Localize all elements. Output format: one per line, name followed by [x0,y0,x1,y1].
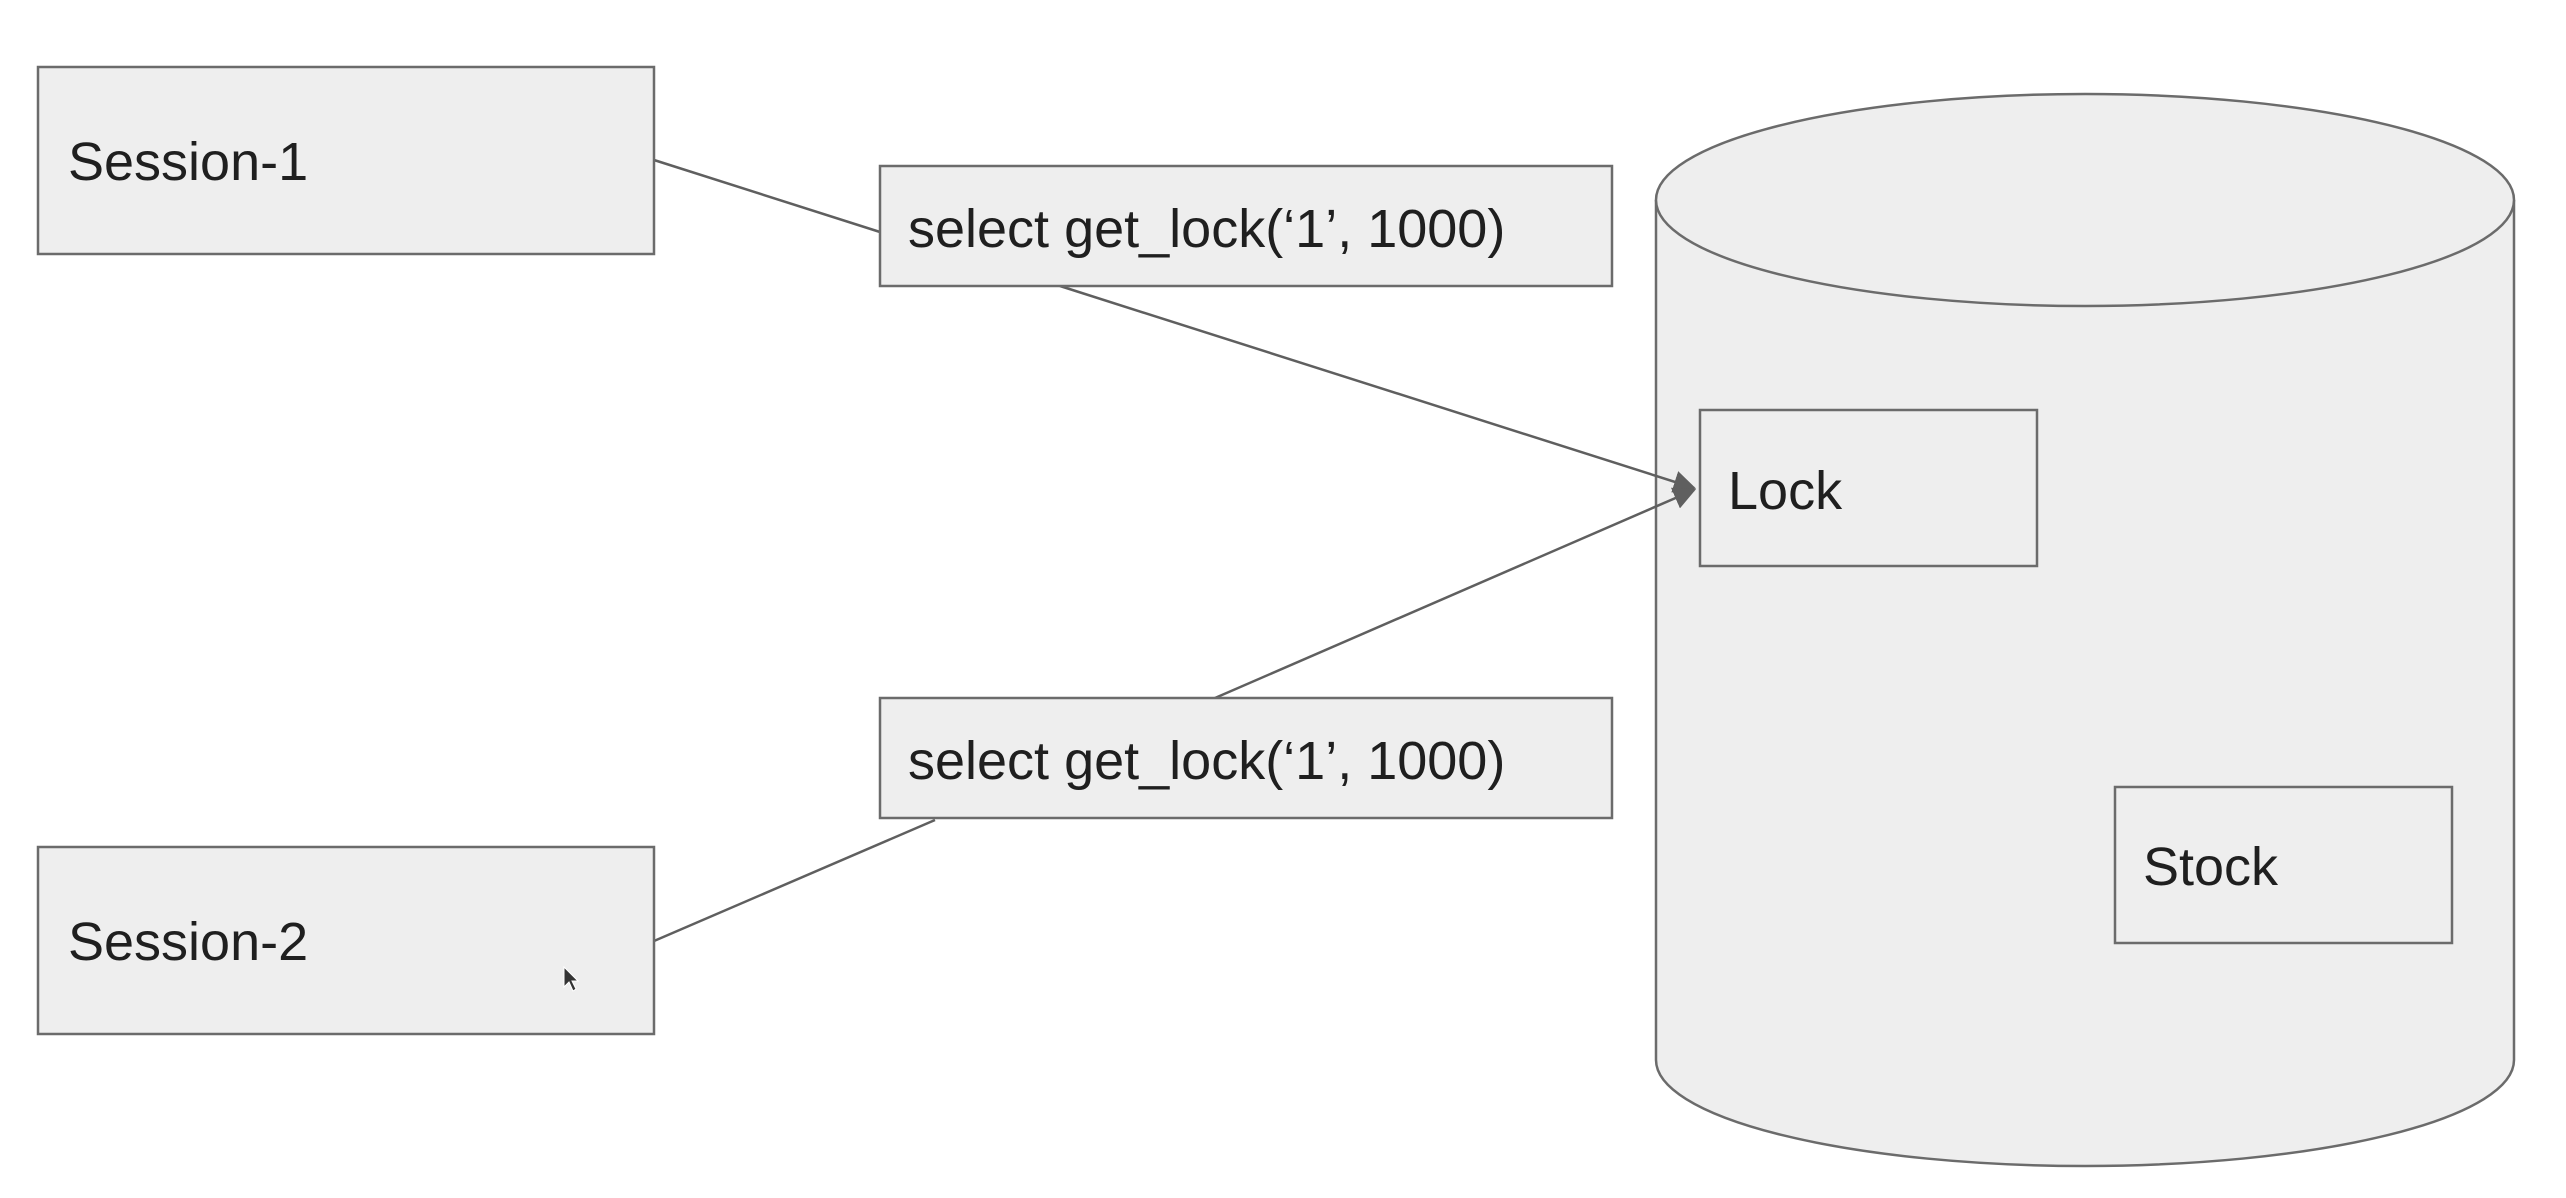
session-1-node[interactable]: Session-1 [36,65,656,256]
edge-query2-to-lock [1214,487,1697,700]
edge-query1-to-lock [1059,284,1697,493]
query-2-node[interactable]: select get_lock(‘1’, 1000) [878,696,1614,820]
query-1-label: select get_lock(‘1’, 1000) [908,199,1505,259]
lock-node[interactable]: Lock [1698,408,2039,568]
edge-session2-to-query2 [653,818,936,943]
database-cylinder [1654,92,2516,1168]
session-2-node[interactable]: Session-2 [36,845,656,1036]
query-1-node[interactable]: select get_lock(‘1’, 1000) [878,164,1614,288]
stock-label: Stock [2143,837,2279,897]
query-2-label: select get_lock(‘1’, 1000) [908,731,1505,791]
stock-node[interactable]: Stock [2113,785,2454,945]
lock-label: Lock [1728,461,1843,521]
session-2-label: Session-2 [68,912,308,972]
mouse-pointer-icon [563,965,580,992]
session-1-label: Session-1 [68,132,308,192]
edge-session1-to-query1 [653,158,881,234]
